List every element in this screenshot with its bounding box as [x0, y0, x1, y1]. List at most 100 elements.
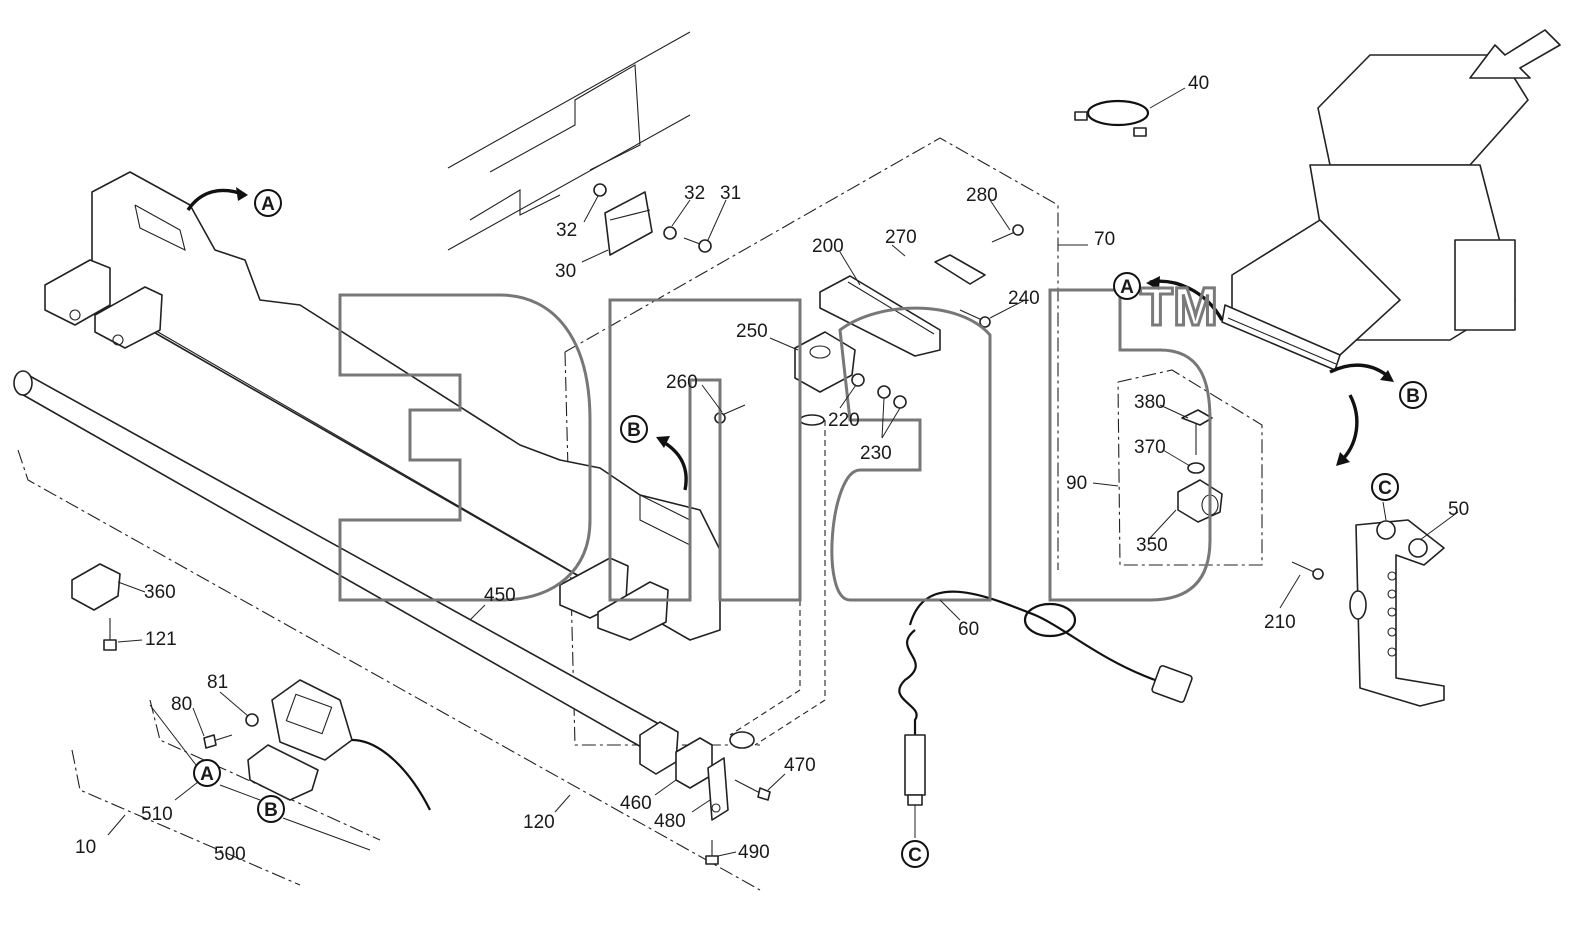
clamp-250	[794, 331, 856, 393]
leader-lines	[107, 87, 1459, 857]
marker-a-machine: A	[1113, 272, 1141, 300]
label-240: 240	[1008, 288, 1040, 309]
screw-470	[734, 779, 771, 801]
screw-121	[103, 618, 117, 651]
marker-a-top: A	[254, 189, 282, 217]
label-360: 360	[144, 582, 176, 603]
label-230: 230	[860, 443, 892, 464]
watermark-trademark: TM	[1140, 277, 1218, 337]
label-120: 120	[523, 812, 555, 833]
assembly-outline-10	[17, 449, 761, 891]
screw-240	[959, 309, 991, 328]
label-280: 280	[966, 185, 998, 206]
sensor-post	[729, 414, 826, 749]
screed-frame	[447, 31, 691, 251]
label-380: 380	[1134, 392, 1166, 413]
screw-280	[991, 224, 1024, 243]
knob-380	[1181, 409, 1213, 455]
arrow-to-a-top-head	[236, 187, 248, 201]
marker-b-sensor: B	[257, 795, 285, 823]
washer-370	[1187, 462, 1205, 474]
svg-text:B: B	[627, 420, 641, 441]
clamp-block-left-1	[44, 259, 111, 326]
clamp-360	[71, 563, 121, 611]
screw-210	[1291, 561, 1324, 580]
bracket-480	[707, 757, 729, 821]
label-60: 60	[958, 619, 979, 640]
label-200: 200	[812, 236, 844, 257]
holder-50	[1349, 519, 1445, 707]
reference-markers: A B A B C C A B	[193, 189, 1427, 868]
clamp-block-right-2	[597, 581, 669, 641]
washer-230-a	[877, 385, 891, 399]
cable-60	[898, 590, 1193, 806]
view-arrow	[1469, 29, 1561, 79]
label-500: 500	[214, 844, 246, 865]
label-121: 121	[145, 629, 177, 650]
marker-c-bracket: C	[1371, 473, 1399, 501]
washer-32-left	[593, 183, 607, 197]
arrow-to-a-machine-head	[1146, 276, 1160, 290]
screw-31	[683, 237, 712, 253]
label-80: 80	[171, 694, 192, 715]
label-450: 450	[484, 585, 516, 606]
label-510: 510	[141, 804, 173, 825]
svg-text:A: A	[200, 764, 214, 785]
washer-81	[245, 713, 259, 727]
sensor-housing-510	[271, 679, 353, 761]
assembly-outline-90	[1117, 369, 1263, 566]
svg-text:A: A	[261, 194, 275, 215]
label-30: 30	[555, 261, 576, 282]
screw-490	[705, 840, 719, 865]
label-81: 81	[207, 672, 228, 693]
bracket-30	[604, 191, 653, 256]
washer-230-b	[893, 395, 907, 409]
screw-80	[203, 734, 233, 749]
label-480: 480	[654, 811, 686, 832]
arrow-to-b-machine-head	[1380, 370, 1394, 382]
bracket-200	[819, 275, 941, 357]
clamp-350	[1177, 479, 1223, 523]
label-370: 370	[1134, 437, 1166, 458]
sensor-cover-500	[247, 744, 319, 801]
label-32-right: 32	[684, 183, 705, 204]
label-31: 31	[720, 183, 741, 204]
label-270: 270	[885, 227, 917, 248]
watermark: TM	[338, 276, 1219, 602]
svg-text:C: C	[1378, 478, 1392, 499]
plate-270	[934, 254, 986, 285]
svg-text:A: A	[1120, 277, 1134, 298]
marker-c-cable: C	[901, 840, 929, 868]
part-number-labels: 10 30 31 32 32 40 50 60 70 80 81 90 120 …	[75, 73, 1469, 865]
label-250: 250	[736, 321, 768, 342]
washer-220	[851, 373, 865, 387]
arrow-to-b-mid-head	[656, 436, 670, 448]
svg-text:B: B	[1406, 386, 1420, 407]
label-470: 470	[784, 755, 816, 776]
svg-text:C: C	[908, 845, 922, 866]
label-50: 50	[1448, 499, 1469, 520]
marker-b-machine: B	[1399, 381, 1427, 409]
sensor-cable	[351, 738, 431, 811]
label-460: 460	[620, 793, 652, 814]
clamp-460	[675, 737, 713, 789]
arrow-to-c-bracket	[1338, 394, 1359, 464]
label-40: 40	[1188, 73, 1209, 94]
label-70: 70	[1094, 229, 1115, 250]
label-260: 260	[666, 372, 698, 393]
arrow-to-c-bracket-head	[1336, 452, 1350, 466]
paver-machine	[1221, 54, 1529, 371]
label-90: 90	[1066, 473, 1087, 494]
clamp-block-left-2	[94, 286, 163, 349]
arrow-to-b-machine	[1329, 363, 1392, 380]
arrow-to-a-top	[186, 188, 246, 211]
label-490: 490	[738, 842, 770, 863]
label-220: 220	[828, 410, 860, 431]
label-210: 210	[1264, 612, 1296, 633]
washer-32-right	[663, 226, 677, 240]
label-32-left: 32	[556, 220, 577, 241]
svg-text:B: B	[264, 800, 278, 821]
label-350: 350	[1136, 535, 1168, 556]
cable-40	[1074, 99, 1150, 137]
